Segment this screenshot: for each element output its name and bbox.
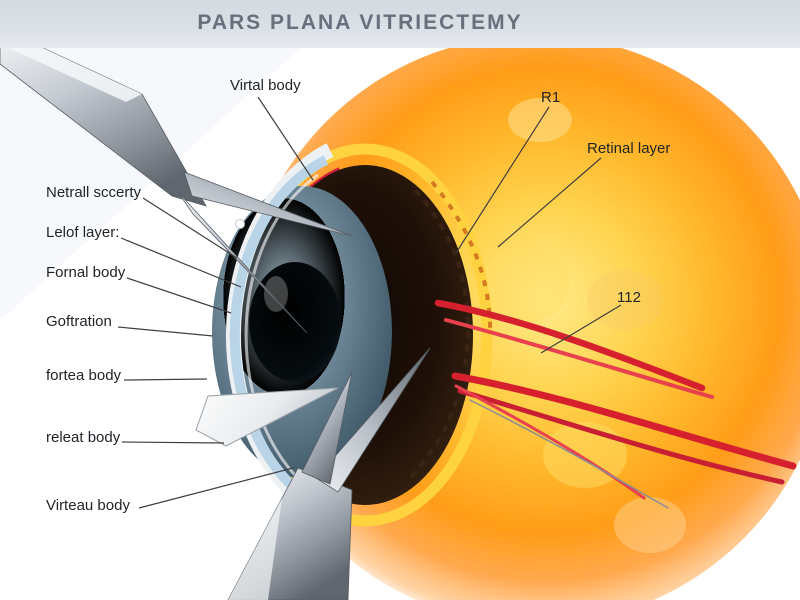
leader-netrall	[142, 197, 238, 259]
header-band	[0, 0, 800, 48]
leader-retinal-layer	[497, 157, 602, 248]
leader-fortea	[123, 378, 208, 381]
leader-vitreal-body	[257, 96, 314, 181]
fork-tine-upper	[315, 347, 431, 493]
label-releat: releat body	[46, 429, 121, 446]
trocar-cone	[195, 387, 339, 447]
vitrectomy-probe	[227, 347, 431, 600]
label-lelof: Lelof layer:	[46, 224, 120, 241]
anterior-segment	[226, 143, 334, 527]
page-title: PARS PLANA VITRIECTEMY	[197, 11, 523, 34]
retinal-tear-dashes	[404, 188, 471, 484]
scissors-instrument	[0, 27, 353, 334]
cornea-arc	[229, 155, 329, 515]
suture-dot-top	[235, 219, 245, 229]
label-r1: R1	[541, 89, 561, 106]
label-retinal-layer: Retinal layer	[587, 140, 671, 157]
leader-fornal	[126, 277, 232, 314]
leader-lelof	[120, 237, 242, 288]
leader-lines	[117, 96, 622, 509]
label-virteau: Virteau body	[46, 497, 130, 514]
label-112: 112	[617, 289, 641, 306]
label-fortea: fortea body	[46, 367, 122, 384]
cornea-highlight	[244, 173, 319, 497]
sclerotomy-dashes	[430, 180, 493, 336]
lower-blade	[177, 191, 308, 334]
leader-virteau	[138, 467, 294, 509]
upper-blade	[183, 171, 353, 237]
pupil-highlight	[264, 276, 288, 312]
fine-strand	[469, 399, 669, 509]
label-fornal: Fornal body	[46, 264, 126, 281]
leader-releat	[121, 441, 225, 444]
fork-tine-lower	[301, 371, 353, 485]
leader-r1	[455, 106, 550, 254]
label-vitreal-body: Virtal body	[230, 77, 301, 94]
pupil	[249, 262, 341, 382]
leader-112	[540, 304, 622, 354]
leader-goftration	[117, 326, 214, 337]
label-netrall: Netrall sccerty	[46, 184, 142, 201]
label-goftration: Goftration	[46, 313, 112, 330]
